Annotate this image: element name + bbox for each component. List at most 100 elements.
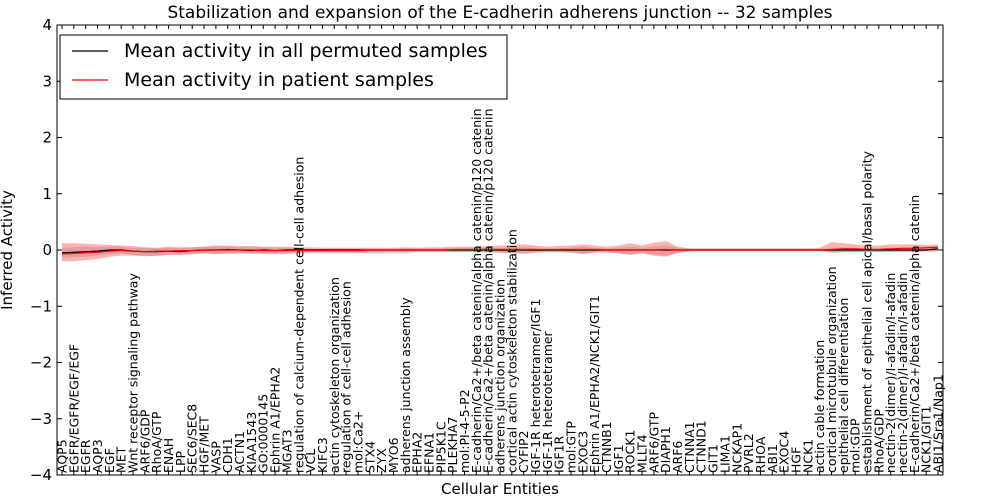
- x-tick-label: ABI1: [765, 444, 780, 473]
- series-lines: [61, 246, 939, 255]
- y-axis-label: Inferred Activity: [0, 190, 16, 310]
- x-tick-label: MYO6: [386, 437, 401, 473]
- x-tick-label: EXOC3: [575, 431, 590, 473]
- x-tick-label: ARF6/GTP: [646, 412, 661, 473]
- confidence-bands: [62, 241, 938, 262]
- x-tick-label: RHOA: [753, 436, 768, 473]
- x-tick-label: HGF/MET: [197, 416, 212, 473]
- x-tick-label: EXOC4: [777, 431, 792, 473]
- x-tick-label: Ephrin A1/EPHA2/NCK1/GIT1: [587, 295, 602, 473]
- x-tick-label: IGF1: [611, 444, 626, 473]
- x-tick-label: establishment of epithelial cell apical/…: [859, 150, 874, 473]
- x-tick-label: actin cable formation: [812, 340, 827, 473]
- legend-label-patient: Mean activity in patient samples: [124, 69, 434, 91]
- x-tick-label: EFNA1: [421, 432, 436, 473]
- series-line-patient: [61, 246, 939, 255]
- x-tick-label: EGFR/EGFR/EGF/EGF: [66, 344, 81, 473]
- x-tick-label: GIT1: [706, 444, 721, 473]
- x-tick-label: nectin-2(dimer)/I-afadin/I-afadin: [895, 273, 910, 473]
- legend-label-permuted: Mean activity in all permuted samples: [124, 40, 487, 62]
- x-tick-label: HGF: [788, 447, 803, 473]
- y-tick-label: −4: [30, 466, 52, 484]
- x-tick-label: PLEKHA7: [445, 416, 460, 473]
- x-tick-label: mol:GTP: [564, 421, 579, 473]
- x-tick-label: RhoA/GDP: [871, 409, 886, 473]
- x-tick-label: ARF6/GDP: [137, 409, 152, 473]
- x-tick-label: AQP5: [55, 439, 70, 473]
- x-tick-label: ABI1/Sra1/Nap1: [931, 374, 946, 473]
- x-tick-label: regulation of calcium-dependent cell-cel…: [291, 157, 306, 473]
- y-tick-label: 4: [42, 16, 52, 34]
- y-tick-label: 2: [42, 129, 52, 147]
- x-tick-label: mol:PI-4-5-P2: [457, 389, 472, 473]
- x-tick-label: Ephrin A1/EPHA2: [268, 367, 283, 473]
- y-tick-label: −2: [30, 354, 52, 372]
- x-tick-label: RhoA/GTP: [149, 411, 164, 473]
- x-tick-label: EGF: [102, 448, 117, 473]
- x-tick-label: GO:0000145: [256, 394, 271, 473]
- x-tick-label: SEC6/SEC8: [185, 404, 200, 473]
- x-tick-label: MLLT4: [635, 434, 650, 473]
- x-tick-label: KIAA1543: [244, 412, 259, 473]
- x-tick-label: mol:Ca2+: [350, 411, 365, 473]
- y-tick-label: 0: [42, 241, 52, 259]
- x-tick-label: KIFC3: [315, 437, 330, 473]
- x-tick-label: regulation of cell-cell adhesion: [339, 281, 354, 473]
- x-tick-label: CYFIP2: [516, 430, 531, 473]
- x-tick-label: CTNNA1: [682, 421, 697, 473]
- x-tick-label: DIAPH1: [658, 426, 673, 473]
- x-tick-label: EGFR: [78, 439, 93, 473]
- chart-title: Stabilization and expansion of the E-cad…: [167, 3, 832, 23]
- x-tick-label: STX4: [362, 441, 377, 473]
- x-tick-label: IGF-1R heterotetramer/IGF1: [528, 299, 543, 473]
- x-axis-label: Cellular Entities: [441, 480, 559, 498]
- x-tick-label: ACTN1: [232, 431, 247, 473]
- x-tick-label: NCK1: [800, 439, 815, 473]
- x-tick-label: E-cadherin/Ca2+/beta catenin/alpha caten…: [907, 195, 922, 473]
- x-tick-label: nectin-2(dimer)/I-afadin/I-afadin: [883, 273, 898, 473]
- y-tick-label: −1: [30, 297, 52, 315]
- x-tick-label: E-cadherin/Ca2+/beta catenin/alpha caten…: [481, 108, 496, 473]
- legend: Mean activity in all permuted samples Me…: [59, 34, 508, 100]
- x-tick-label: AQP3: [90, 439, 105, 473]
- x-tick-label: IGF1R: [552, 435, 567, 473]
- x-tick-label: VCL: [303, 449, 318, 473]
- band-patient: [62, 241, 938, 262]
- x-tick-label: Wnt receptor signaling pathway: [126, 273, 141, 473]
- x-tick-label: ZYX: [374, 448, 389, 473]
- x-tick-label: ENAH: [161, 438, 176, 473]
- x-tick-label: adherens junction assembly: [398, 297, 413, 473]
- y-tick-label: −3: [30, 410, 52, 428]
- x-tick-label: LIMA1: [717, 435, 732, 473]
- x-tick-label: NCKAP1: [729, 423, 744, 473]
- x-tick-label: actin cytoskeleton organization: [327, 277, 342, 473]
- x-tick-label: CTNNB1: [599, 421, 614, 473]
- x-tick-label: EPHA2: [410, 432, 425, 473]
- x-tick-label: ROCK1: [623, 430, 638, 473]
- x-tick-label: MGAT3: [279, 429, 294, 473]
- x-tick-label: PVRL2: [741, 433, 756, 473]
- y-axis: −4 −3 −2 −1 0 1 2 3 4: [30, 16, 943, 484]
- x-tick-label: NCK1/GIT1: [919, 406, 934, 473]
- x-tick-label: adherens junction organization: [493, 279, 508, 473]
- x-tick-label: MET: [114, 446, 129, 473]
- x-tick-label: IGF-1R heterotetramer: [540, 330, 555, 473]
- x-tick-label: E-cadherin/Ca2+/beta catenin/alpha caten…: [469, 108, 484, 473]
- x-tick-label: cortical actin cytoskeleton stabilizatio…: [504, 229, 519, 473]
- x-tick-label: VASP: [208, 441, 223, 473]
- x-tick-label: CTNND1: [694, 420, 709, 473]
- x-tick-label: PIP5K1C: [433, 421, 448, 473]
- band-permuted: [62, 245, 938, 258]
- x-tick-label: epithelial cell differentiation: [836, 298, 851, 473]
- x-tick-label: CDH1: [220, 437, 235, 473]
- x-tick-label: ARF6: [670, 441, 685, 473]
- x-tick-label: cortical microtubule organization: [824, 266, 839, 473]
- y-tick-label: 1: [42, 185, 52, 203]
- x-tick-label: LPP: [173, 450, 188, 473]
- y-tick-label: 3: [42, 72, 52, 90]
- legend-box: [59, 34, 508, 100]
- x-tick-label: mol:GDP: [848, 418, 863, 473]
